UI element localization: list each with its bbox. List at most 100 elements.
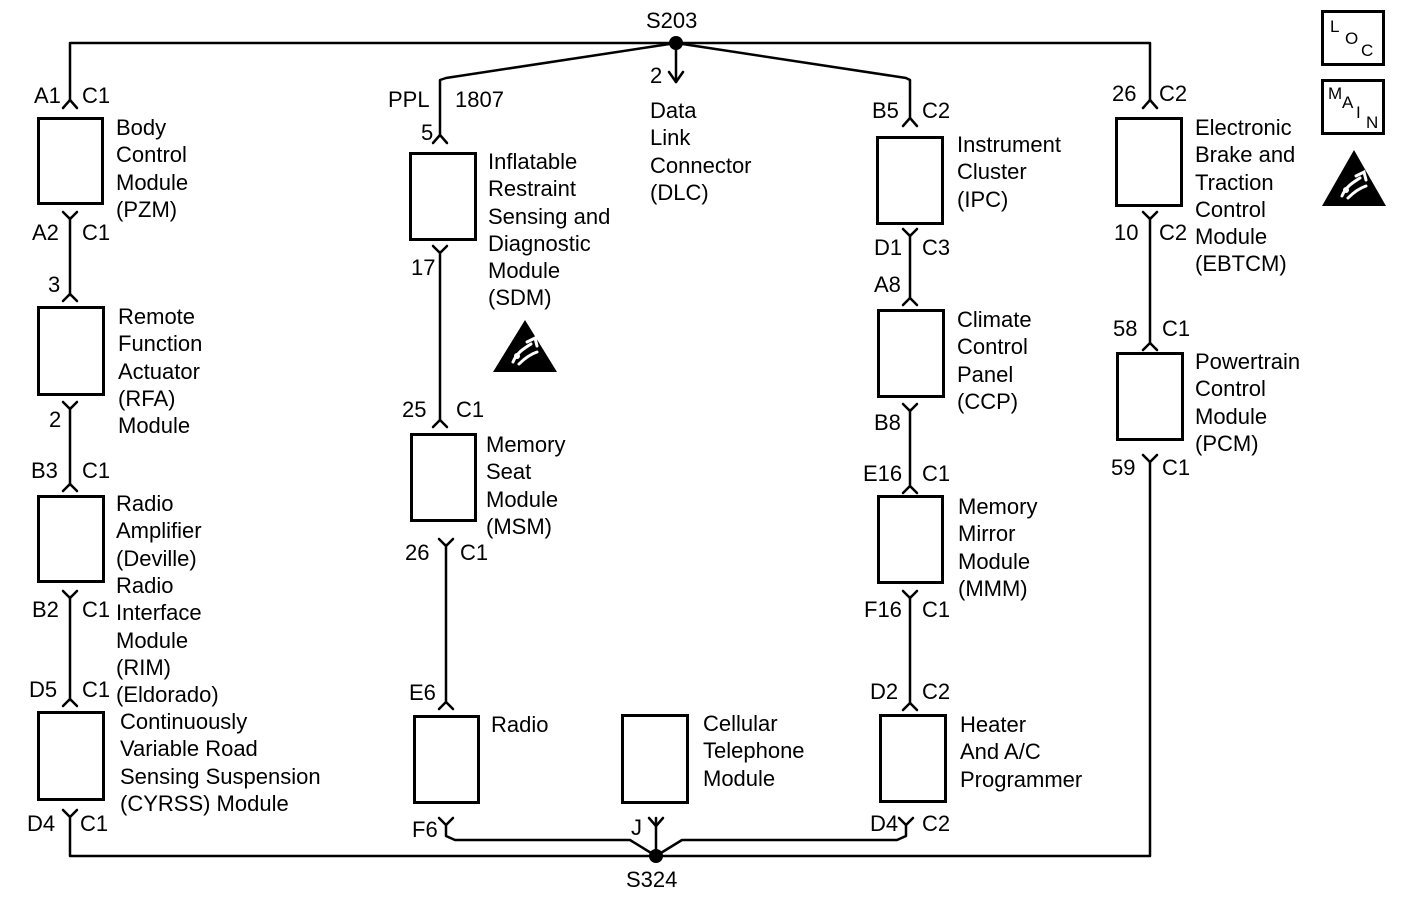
- bcm-module-box: [37, 117, 104, 205]
- cvrss-bot-conn: C1: [80, 811, 109, 836]
- ebtcm-top-conn: C2: [1159, 81, 1188, 106]
- sdm-bot-pin: 17: [411, 255, 436, 280]
- radio-bot-pin: F6: [412, 817, 438, 842]
- main-letter: A: [1342, 93, 1354, 112]
- amp-module-box: [37, 495, 105, 583]
- hvac-branch-wire: [654, 823, 908, 858]
- ccp-module-box: [877, 309, 945, 398]
- loc-icon[interactable]: L O C: [1321, 10, 1385, 66]
- hvac-bot-conn: C2: [922, 811, 951, 836]
- bottom-bus-wire: [68, 460, 1152, 858]
- circuit-number-label: 1807: [455, 87, 504, 112]
- rfa-top-pin: 3: [48, 272, 61, 297]
- ipc-branch-wire: [674, 41, 912, 120]
- splice-s203-label: S203: [646, 8, 698, 33]
- ipc-top-conn: C2: [922, 98, 951, 123]
- sdm-top-pin: 5: [421, 120, 434, 145]
- cvrss-bot-pin: D4: [27, 811, 56, 836]
- msm-module-box: [410, 433, 477, 522]
- mmm-top-conn: C1: [922, 461, 951, 486]
- splice-s203-dot: [669, 36, 683, 50]
- pcm-top-pin: 58: [1113, 316, 1138, 341]
- loc-letter: L: [1330, 17, 1340, 36]
- bcm-bot-pin: A2: [32, 220, 59, 245]
- msm-top-conn: C1: [456, 397, 485, 422]
- main-letter: N: [1366, 113, 1379, 132]
- pcm-bot-conn: C1: [1162, 455, 1191, 480]
- mmm-bot-pin: F16: [864, 597, 902, 622]
- main-letter: I: [1356, 103, 1361, 122]
- rfa-bot-pin: 2: [49, 407, 62, 432]
- radio-top-pin: E6: [409, 680, 436, 705]
- loc-letter: C: [1361, 41, 1374, 60]
- esd-warning-icon-side: [1322, 150, 1386, 206]
- cvrss-module-box: [37, 711, 105, 801]
- ccp-top-pin: A8: [874, 272, 901, 297]
- loc-letter: O: [1345, 29, 1359, 48]
- cell-module-box: [621, 714, 689, 804]
- msm-bot-pin: 26: [405, 540, 430, 565]
- sdm-branch-wire: [438, 41, 678, 137]
- rfa-module-box: [37, 306, 105, 396]
- mmm-top-pin: E16: [863, 461, 903, 486]
- amp-bot-pin: B2: [32, 597, 59, 622]
- pcm-top-conn: C1: [1162, 316, 1191, 341]
- wire-color-label: PPL: [388, 87, 430, 112]
- bcm-bot-conn: C1: [82, 220, 111, 245]
- connector-symbols: [61, 70, 1159, 828]
- amp-bot-conn: C1: [82, 597, 111, 622]
- ipc-bot-pin: D1: [874, 235, 903, 260]
- esd-warning-icon: [493, 320, 557, 372]
- cvrss-top-conn: C1: [82, 677, 111, 702]
- hvac-top-pin: D2: [870, 679, 899, 704]
- ebtcm-module-box: [1115, 117, 1183, 207]
- ipc-bot-conn: C3: [922, 235, 951, 260]
- ebtcm-top-pin: 26: [1112, 81, 1137, 106]
- ipc-top-pin: B5: [872, 98, 899, 123]
- bcm-top-conn: C1: [82, 83, 111, 108]
- mmm-bot-conn: C1: [922, 597, 951, 622]
- main-icon[interactable]: M A I N: [1321, 79, 1385, 135]
- splice-s324-dot: [649, 849, 663, 863]
- radio-name: Radio: [491, 712, 549, 737]
- pcm-module-box: [1116, 352, 1184, 441]
- hvac-top-conn: C2: [922, 679, 951, 704]
- amp-top-conn: C1: [82, 458, 111, 483]
- splice-s324-label: S324: [626, 867, 678, 892]
- cell-pin: J: [631, 815, 642, 840]
- mmm-module-box: [877, 495, 944, 584]
- ipc-module-box: [876, 136, 944, 225]
- pcm-bot-pin: 59: [1111, 455, 1136, 480]
- radio-branch-wire: [444, 823, 658, 858]
- top-bus-wire: [68, 41, 1152, 102]
- cvrss-top-pin: D5: [29, 677, 58, 702]
- bcm-top-pin: A1: [34, 83, 61, 108]
- radio-module-box: [413, 715, 480, 804]
- msm-bot-conn: C1: [460, 540, 489, 565]
- sdm-module-box: [409, 152, 477, 241]
- hvac-module-box: [879, 714, 947, 803]
- main-letter: M: [1328, 84, 1343, 103]
- hvac-bot-pin: D4: [870, 811, 899, 836]
- ccp-bot-pin: B8: [874, 410, 901, 435]
- dlc-pin: 2: [650, 63, 663, 88]
- ebtcm-bot-pin: 10: [1114, 220, 1139, 245]
- amp-top-pin: B3: [31, 458, 58, 483]
- msm-top-pin: 25: [402, 397, 427, 422]
- ebtcm-bot-conn: C2: [1159, 220, 1188, 245]
